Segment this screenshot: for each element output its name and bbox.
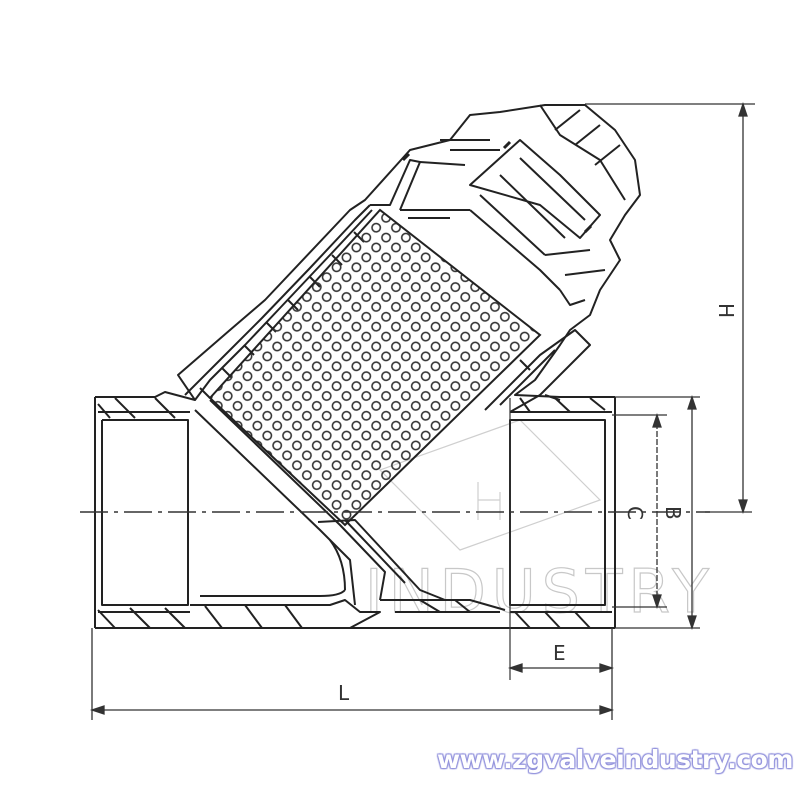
watermark-logo (378, 419, 602, 551)
label-E: E (553, 641, 566, 665)
watermark-text: INDUSTRY (365, 557, 715, 627)
website-url: www.zgvalveindustry.com (437, 745, 793, 774)
label-C: C (623, 506, 647, 520)
label-L: L (338, 681, 350, 705)
strainer-screen (208, 208, 542, 527)
dimension-H (585, 101, 755, 515)
label-H: H (714, 303, 738, 318)
dimension-C (612, 412, 667, 610)
dimension-B (615, 394, 700, 631)
dimension-E (507, 628, 615, 720)
dimension-L (89, 628, 615, 720)
label-B: B (661, 506, 685, 520)
